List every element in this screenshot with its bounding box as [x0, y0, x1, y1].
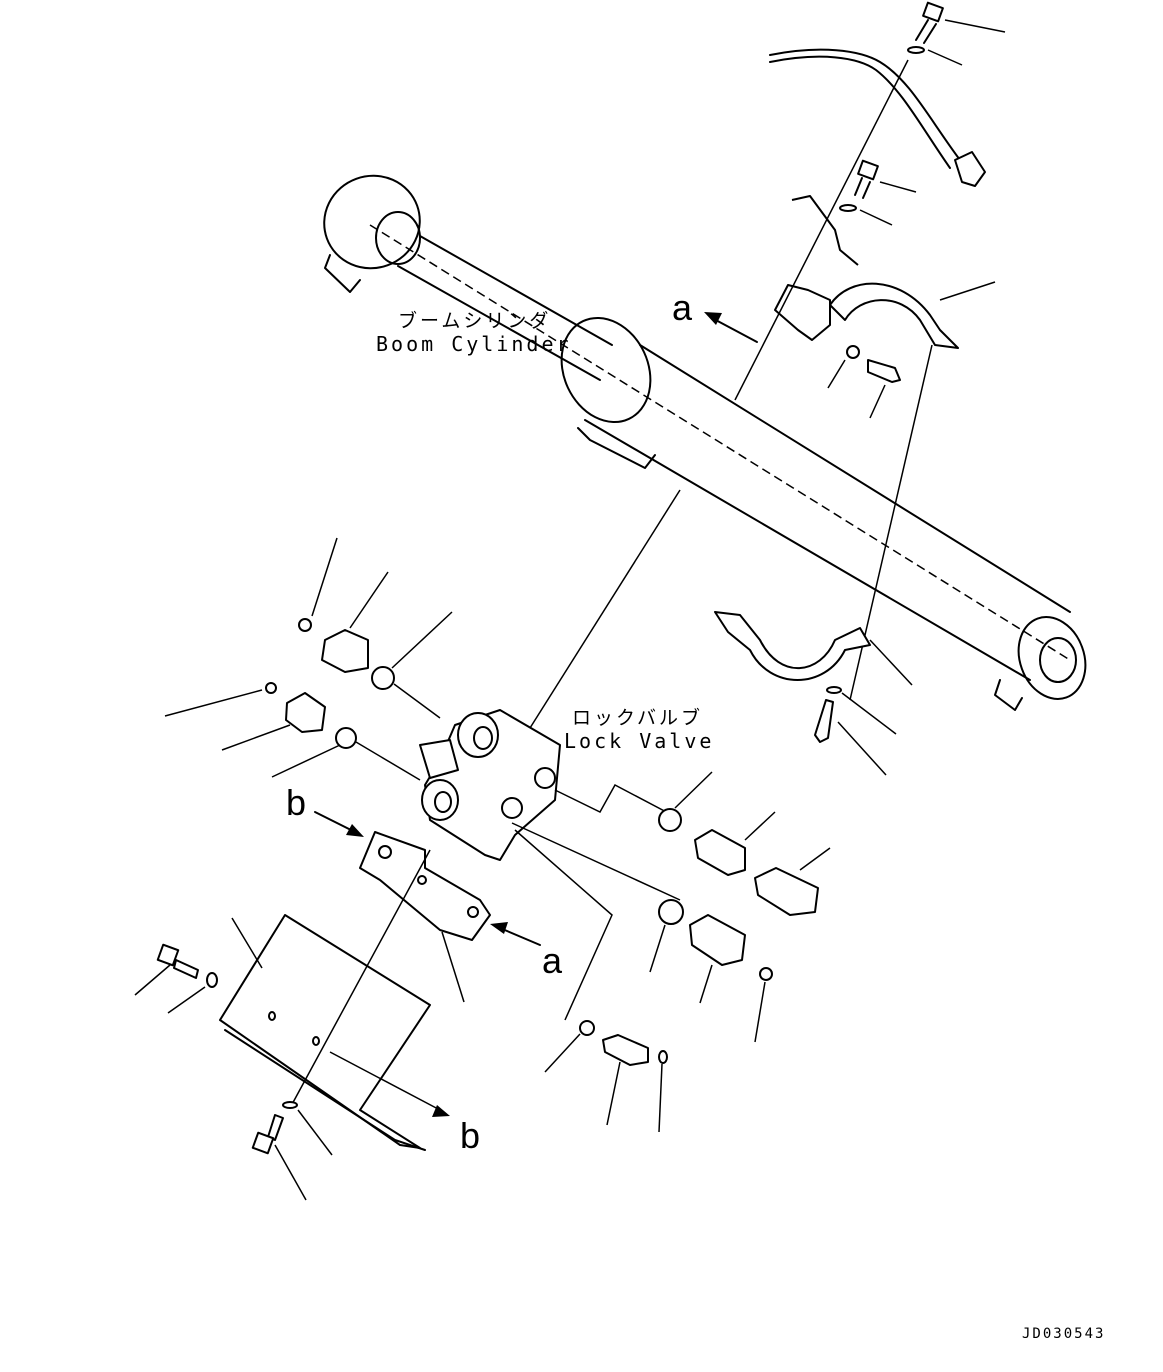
- bolt-plate-bottom: [251, 1101, 333, 1201]
- view-arrow-b-left: [314, 811, 364, 837]
- drawing-code: JD030543: [1022, 1326, 1106, 1342]
- boom-cylinder-label-en: Boom Cylinder: [376, 332, 572, 356]
- view-arrow-a-top: [704, 312, 758, 343]
- view-ref-a-mid: a: [542, 940, 563, 981]
- lower-clamp: [714, 611, 913, 776]
- lock-valve-label-jp: ロックバルブ: [572, 707, 704, 729]
- view-ref-a-top: a: [672, 287, 693, 328]
- lock-valve-body: [419, 489, 681, 1021]
- bolt-plate-left: [134, 943, 218, 1014]
- bolt-upper-clamp: [839, 159, 917, 226]
- fittings-right: [544, 771, 831, 1133]
- view-arrow-a-mid: [490, 922, 541, 946]
- valve-bracket: [359, 831, 491, 1003]
- boom-cylinder: [323, 174, 1087, 711]
- fittings-left: [164, 537, 453, 781]
- view-ref-b-left: b: [286, 782, 307, 823]
- hose-assembly: [769, 48, 986, 187]
- upper-clamp: [774, 195, 996, 349]
- view-ref-b-bottom: b: [460, 1115, 481, 1156]
- bolt-top: [907, 1, 1006, 66]
- lock-valve-label-en: Lock Valve: [564, 729, 715, 753]
- cover-plate: [219, 849, 450, 1151]
- boom-cylinder-label-jp: ブームシリンダ: [398, 310, 552, 332]
- bolt-lower-clamp-top: [827, 345, 901, 419]
